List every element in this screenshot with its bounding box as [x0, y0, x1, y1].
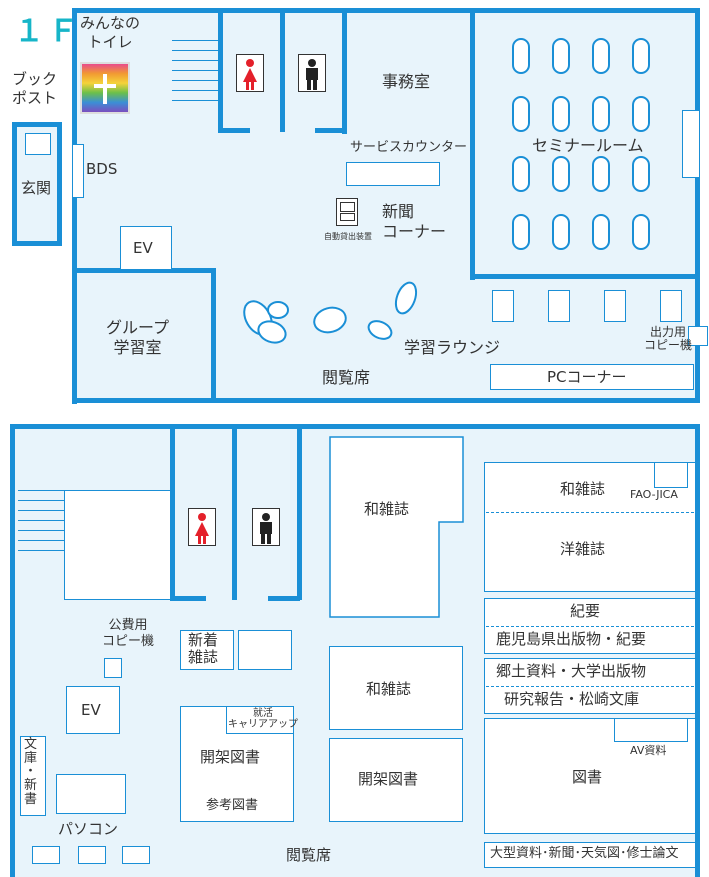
seminar-room-label: セミナールーム	[532, 136, 644, 156]
book-post-label: ブック ポスト	[12, 70, 58, 107]
seminar-seat	[512, 96, 530, 132]
japanese-magazines-shelf-2[interactable]	[329, 646, 463, 730]
av-materials-shelf[interactable]	[614, 718, 688, 742]
entrance[interactable]: 玄関	[12, 122, 62, 246]
bunko-label: 文 庫 ・ 新 書	[24, 737, 38, 807]
office-label: 事務室	[382, 72, 431, 91]
seminar-seat	[552, 96, 570, 132]
universal-toilet-icon	[80, 62, 130, 114]
japanese-magazines-shelf-1[interactable]	[329, 436, 465, 618]
japanese-magazines-label-2: 和雑誌	[366, 680, 412, 698]
open-stacks-label-2: 開架図書	[358, 770, 419, 788]
japanese-magazines-label-1: 和雑誌	[364, 500, 410, 518]
newspaper-corner-label: 新聞 コーナー	[382, 202, 447, 241]
elevator-1f[interactable]: EV	[120, 226, 172, 270]
universal-toilet-label: みんなの トイレ	[80, 14, 141, 51]
side-table	[56, 774, 126, 814]
public-copier[interactable]	[104, 658, 122, 678]
reading-seats-2f-label: 閲覧席	[286, 846, 332, 864]
lounge-seats	[243, 281, 418, 344]
floor-1-title: １Ｆ	[14, 14, 82, 49]
seminar-seat	[592, 96, 610, 132]
periodicals-shelf[interactable]	[484, 462, 696, 592]
auto-lending-machine[interactable]	[336, 198, 358, 226]
seminar-seat	[592, 156, 610, 192]
seminar-seat	[512, 214, 530, 250]
pc-desk-1f	[660, 290, 682, 322]
fao-jica-shelf[interactable]	[654, 462, 688, 488]
service-counter-label: サービスカウンター	[350, 140, 468, 155]
pc-desk-2f	[122, 846, 150, 864]
seminar-seat	[632, 96, 650, 132]
foreign-magazines-label: 洋雑誌	[560, 540, 606, 558]
mens-toilet-icon-2f	[252, 508, 280, 546]
open-stacks-shelf-2[interactable]	[329, 738, 463, 822]
elevator-2f[interactable]: EV	[66, 686, 120, 734]
seminar-seat	[552, 38, 570, 74]
seminar-seat	[512, 156, 530, 192]
elevator-1f-label: EV	[133, 239, 153, 257]
career-shelf[interactable]	[226, 706, 294, 734]
seminar-seat	[552, 214, 570, 250]
public-copier-label: 公費用 コピー機	[102, 618, 155, 650]
seminar-seat	[552, 156, 570, 192]
bds-label: BDS	[86, 160, 118, 178]
output-copier-label: 出力用 コピー機	[644, 325, 693, 353]
bulletins-label: 紀要	[570, 602, 601, 620]
new-arrivals-label: 新着 雑誌	[188, 631, 219, 667]
lounge-seat	[367, 320, 393, 340]
mens-toilet-icon-1f	[298, 54, 326, 92]
kagoshima-publications-label: 鹿児島県出版物・紀要	[496, 630, 647, 648]
lounge-seat	[257, 320, 287, 344]
womens-toilet-icon-2f	[188, 508, 216, 546]
service-counter[interactable]	[346, 162, 440, 186]
pc-desk-1f	[604, 290, 626, 322]
seminar-seat	[632, 38, 650, 74]
lounge-seat	[267, 301, 289, 319]
seminar-seat	[512, 38, 530, 74]
output-copier[interactable]	[688, 326, 708, 346]
open-stacks-label-1: 開架図書	[200, 748, 261, 766]
elevator-2f-label: EV	[81, 701, 101, 719]
av-materials-label: AV資料	[630, 744, 667, 757]
book-post-box[interactable]	[25, 133, 51, 155]
oversize-materials-shelf[interactable]	[484, 842, 696, 868]
new-arrivals-shelf[interactable]	[180, 630, 234, 670]
seminar-seat	[592, 38, 610, 74]
pc-desk-2f	[32, 846, 60, 864]
pc-desk-1f	[548, 290, 570, 322]
books-label: 図書	[572, 768, 603, 786]
stairs-2f	[18, 490, 64, 560]
oversize-materials-label: 大型資料･新聞･天気図･修士論文	[490, 846, 679, 861]
group-room-label: グループ 学習室	[106, 318, 170, 357]
seminar-seat	[592, 214, 610, 250]
lounge-seat	[394, 281, 418, 315]
computers-label: パソコン	[58, 820, 119, 838]
pc-desk-2f	[78, 846, 106, 864]
bunko-shelf[interactable]	[20, 736, 46, 816]
career-label: 就活 キャリアアップ	[228, 708, 298, 730]
stairs-1f	[172, 40, 218, 110]
pc-corner[interactable]: PCコーナー	[490, 364, 694, 390]
reading-seats-1f-label: 閲覧席	[322, 368, 371, 387]
pc-desk-1f	[492, 290, 514, 322]
magazine-display	[238, 630, 292, 670]
japanese-magazines-label-3: 和雑誌	[560, 480, 606, 498]
fao-jica-label: FAO-JICA	[630, 488, 678, 501]
reference-books-label: 参考図書	[206, 798, 259, 813]
pc-corner-label: PCコーナー	[547, 368, 627, 386]
lounge-seat	[313, 306, 347, 334]
womens-toilet-icon-1f	[236, 54, 264, 92]
bds-gate	[72, 144, 84, 198]
seminar-lectern	[682, 110, 700, 178]
auto-lending-label: 自動貸出装置	[324, 232, 372, 241]
research-reports-label: 研究報告・松崎文庫	[504, 690, 640, 708]
local-materials-label: 郷土資料・大学出版物	[496, 662, 647, 680]
seminar-seat	[632, 156, 650, 192]
learning-lounge-label: 学習ラウンジ	[404, 338, 501, 357]
entrance-label: 玄関	[21, 179, 52, 197]
seminar-seat	[632, 214, 650, 250]
